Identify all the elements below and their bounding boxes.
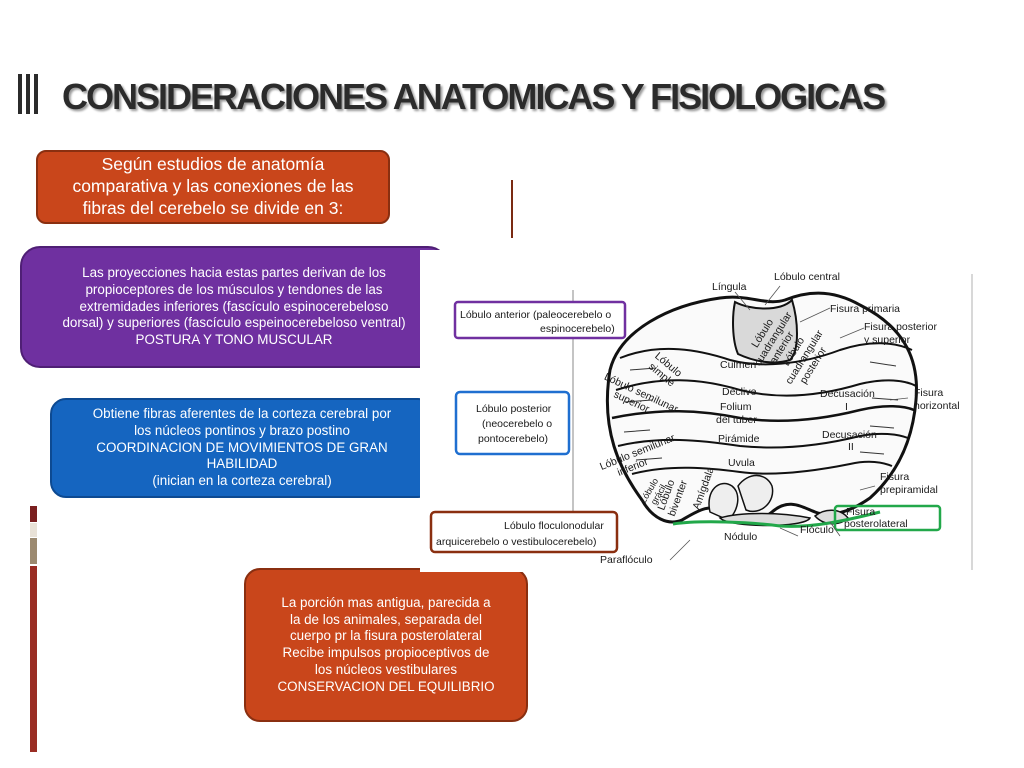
side-bar-light [30, 523, 37, 537]
posterior-box-line-1: Obtiene fibras aferentes de la corteza c… [92, 406, 392, 422]
floculonodular-box-line-6: CONSERVACION DEL EQUILIBRIO [277, 678, 495, 694]
label-fisura-prepiramidal-2: prepiramidal [880, 484, 938, 496]
label-fisura-posterior-1: Fisura posterior [864, 321, 937, 333]
anterior-box-line-3: extremidades inferiores (fascículo espin… [79, 298, 389, 314]
label-fisura-posterior-2: y superior [864, 334, 911, 346]
page-title: CONSIDERACIONES ANATOMICAS Y FISIOLOGICA… [62, 76, 886, 117]
posterior-lobe-label-1: Lóbulo posterior [476, 403, 552, 415]
posterior-lobe-label-3: pontocerebelo) [478, 433, 548, 445]
label-uvula: Uvula [728, 457, 755, 469]
label-fisura-primaria: Fisura primaria [830, 303, 900, 315]
cerebellum-diagram: Lóbulo anterior (paleocerebelo o espinoc… [420, 250, 973, 572]
posterior-box-line-4: HABILIDAD [206, 456, 278, 472]
uvula-shape [737, 474, 774, 513]
title-decoration-bar-2 [26, 74, 30, 114]
label-declive: Declive [722, 386, 757, 398]
leader-lines [669, 285, 909, 561]
anterior-lobe-box: Las proyecciones hacia estas partes deri… [20, 246, 448, 368]
anterior-box-line-4: dorsal) y superiores (fascículo espeinoc… [62, 315, 406, 331]
label-fisura-posterolateral-1: Fisura [846, 506, 875, 518]
folia-right [859, 361, 899, 455]
folia-left [623, 367, 663, 461]
anterior-lobe-label-1: Lóbulo anterior (paleocerebelo o [460, 309, 611, 321]
label-decusacion-2-b: II [848, 441, 854, 453]
anterior-box-line-2: propioceptores de los músculos y tendone… [85, 281, 383, 297]
label-floculo: Flóculo [800, 524, 834, 536]
floculonodular-lobe-frame [429, 510, 619, 554]
floculonodular-lobe-label-1: Lóbulo floculonodular [504, 520, 604, 532]
label-fisura-horizontal-2: horizontal [914, 400, 960, 412]
posterior-box-line-3: COORDINACION DE MOVIMIENTOS DE GRAN [96, 439, 388, 455]
label-fisura-posterolateral-2: posterolateral [844, 518, 908, 530]
label-folium-2: del tuber [716, 414, 757, 426]
title-decoration-bar-1 [18, 74, 22, 114]
fissure-horizontal [611, 405, 915, 423]
posterior-lobe-box: Obtiene fibras aferentes de la corteza c… [50, 398, 434, 498]
floculonodular-box-line-4: Recibe impulsos propioceptivos de [282, 645, 490, 660]
fisura-posterolateral-highlight [833, 504, 942, 532]
intro-line-2: comparativa y las conexiones de las [72, 176, 354, 197]
floculonodular-box-line-2: la de los animales, separada del [289, 611, 483, 627]
floculonodular-box-line-1: La porción mas antigua, parecida a [281, 594, 491, 610]
fissure-upper [615, 379, 917, 397]
label-decusacion-1-b: I [845, 401, 848, 413]
intro-line-1: Según estudios de anatomía [101, 154, 325, 175]
floculonodular-box-line-5: los núcleos vestibulares [314, 661, 458, 677]
intro-box: Según estudios de anatomía comparativa y… [36, 150, 390, 224]
label-lingula: Língula [712, 281, 747, 293]
intro-line-3: fibras del cerebelo se divide en 3: [82, 197, 344, 218]
label-piramide: Pirámide [718, 433, 760, 445]
posterior-lobe-label-2: (neocerebelo o [482, 418, 552, 430]
label-decusacion-2-a: Decusación [822, 429, 877, 441]
anterior-box-line-1: Las proyecciones hacia estas partes deri… [82, 265, 386, 281]
posterior-lobe-frame [454, 390, 571, 456]
posterolateral-fissure-line [672, 510, 881, 528]
floculonodular-box-line-3: cuerpo pr la fisura posterolateral [289, 628, 483, 644]
posterior-box-line-5: (inician en la corteza cerebral) [152, 473, 332, 489]
fissure-lower-2 [631, 460, 893, 475]
vermis-band [732, 298, 798, 364]
fissure-primary [619, 342, 913, 366]
anterior-lobe-frame [453, 300, 627, 340]
label-fisura-prepiramidal-1: Fisura [880, 471, 909, 483]
label-culmen: Culmen [720, 359, 756, 371]
label-decusacion-1-a: Decusación [820, 388, 875, 400]
divider-line [511, 180, 513, 238]
fissure-lower-1 [617, 432, 909, 449]
label-fisura-horizontal-1: Fisura [914, 387, 943, 399]
label-folium-1: Folium [720, 401, 752, 413]
posterior-box-line-2: los núcleos pontinos y brazo postino [134, 422, 350, 438]
anterior-lobe-label-2: espinocerebelo) [540, 323, 615, 335]
side-bar-dark [30, 506, 37, 522]
label-lobulo-central: Lóbulo central [774, 271, 840, 283]
side-bar-red [30, 566, 37, 752]
label-parafloculo: Paraflóculo [600, 554, 653, 566]
label-nodulo: Nódulo [724, 531, 757, 543]
floculonodular-lobe-box: La porción mas antigua, parecida a la de… [244, 568, 528, 722]
side-bar-tan [30, 538, 37, 564]
floculonodular-lobe-label-2: arquicerebelo o vestibulocerebelo) [436, 536, 597, 548]
anterior-box-line-5: POSTURA Y TONO MUSCULAR [135, 332, 333, 348]
title-decoration-bar-3 [34, 74, 38, 114]
